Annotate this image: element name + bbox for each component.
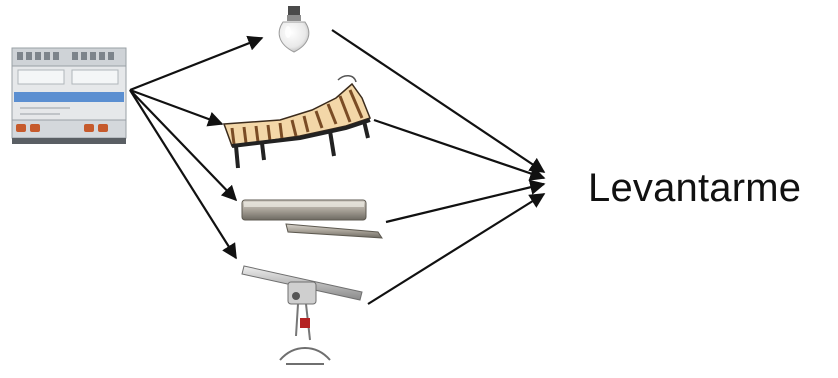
- arrow-hoist-to-label: [368, 194, 544, 304]
- arrow-controller-to-bulb: [130, 38, 262, 90]
- arrow-bed-to-label: [374, 120, 544, 178]
- target-label: Levantarme: [588, 166, 801, 211]
- arrows-to-label: [332, 30, 544, 304]
- arrow-door-to-label: [386, 184, 544, 222]
- light-bulb-icon: [279, 6, 309, 52]
- arrow-controller-to-bed: [130, 90, 222, 124]
- din-rail-controller-icon: [12, 48, 126, 144]
- ceiling-hoist-icon: [242, 266, 362, 364]
- adjustable-bed-icon: [224, 76, 370, 168]
- door-closer-icon: [242, 200, 382, 238]
- arrows-from-controller: [130, 38, 262, 258]
- arrow-controller-to-hoist: [130, 90, 236, 258]
- arrow-controller-to-door: [130, 90, 236, 200]
